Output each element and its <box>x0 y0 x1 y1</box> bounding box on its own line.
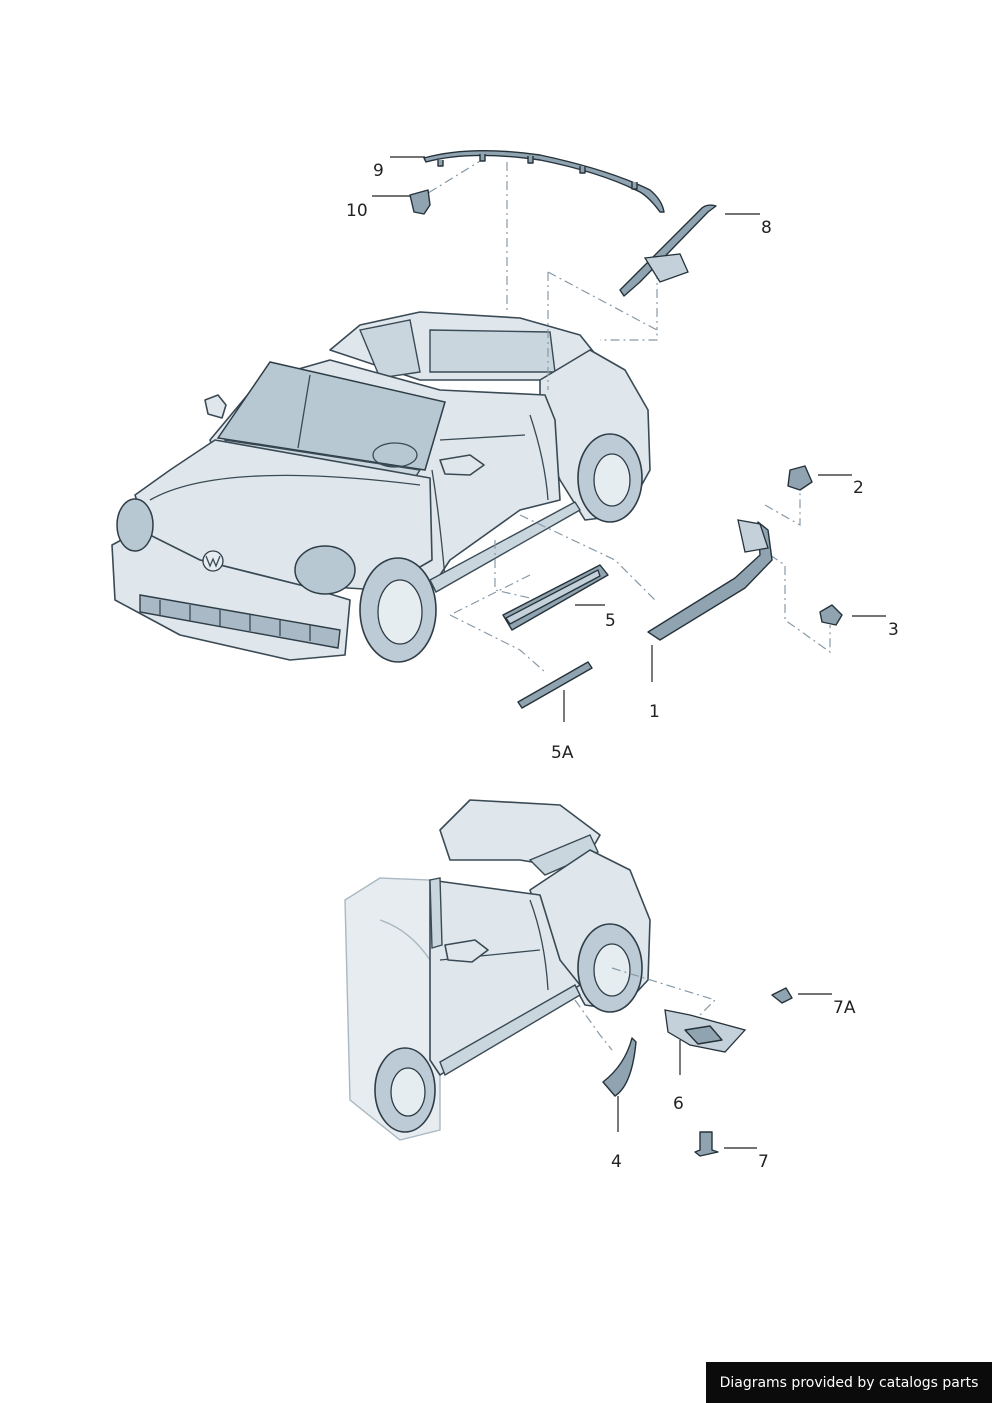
part-7-screw <box>694 1131 719 1157</box>
callout-7a: 7A <box>833 998 856 1018</box>
part-10-clip <box>409 189 431 215</box>
callout-4: 4 <box>611 1152 622 1172</box>
callout-10: 10 <box>346 201 368 221</box>
callout-1: 1 <box>649 702 660 722</box>
part-5a-sill-strip <box>517 661 593 709</box>
callout-2: 2 <box>853 478 864 498</box>
callout-5a: 5A <box>551 743 574 763</box>
part-3-nut <box>819 604 843 626</box>
callout-8: 8 <box>761 218 772 238</box>
part-9-roof-trim <box>423 149 665 213</box>
leader-lines-bottom <box>617 993 832 1149</box>
parts-bottom <box>602 987 793 1157</box>
part-2-clip <box>787 465 813 491</box>
car-illustration-top <box>111 311 651 663</box>
assembly-lines-bottom <box>574 967 717 1051</box>
callout-5: 5 <box>605 611 616 631</box>
callout-3: 3 <box>888 620 899 640</box>
parts-top <box>409 149 843 709</box>
callout-6: 6 <box>673 1094 684 1114</box>
callout-9: 9 <box>373 161 384 181</box>
part-7a-screw <box>771 987 793 1004</box>
credit-banner: Diagrams provided by catalogs parts <box>706 1362 992 1403</box>
part-8-pillar-trim <box>619 204 717 297</box>
assembly-lines-top <box>411 157 831 673</box>
callout-7: 7 <box>758 1152 769 1172</box>
car-illustration-bottom <box>344 799 651 1141</box>
part-4-fender-trim <box>602 1037 637 1097</box>
leader-lines-top <box>372 156 886 722</box>
